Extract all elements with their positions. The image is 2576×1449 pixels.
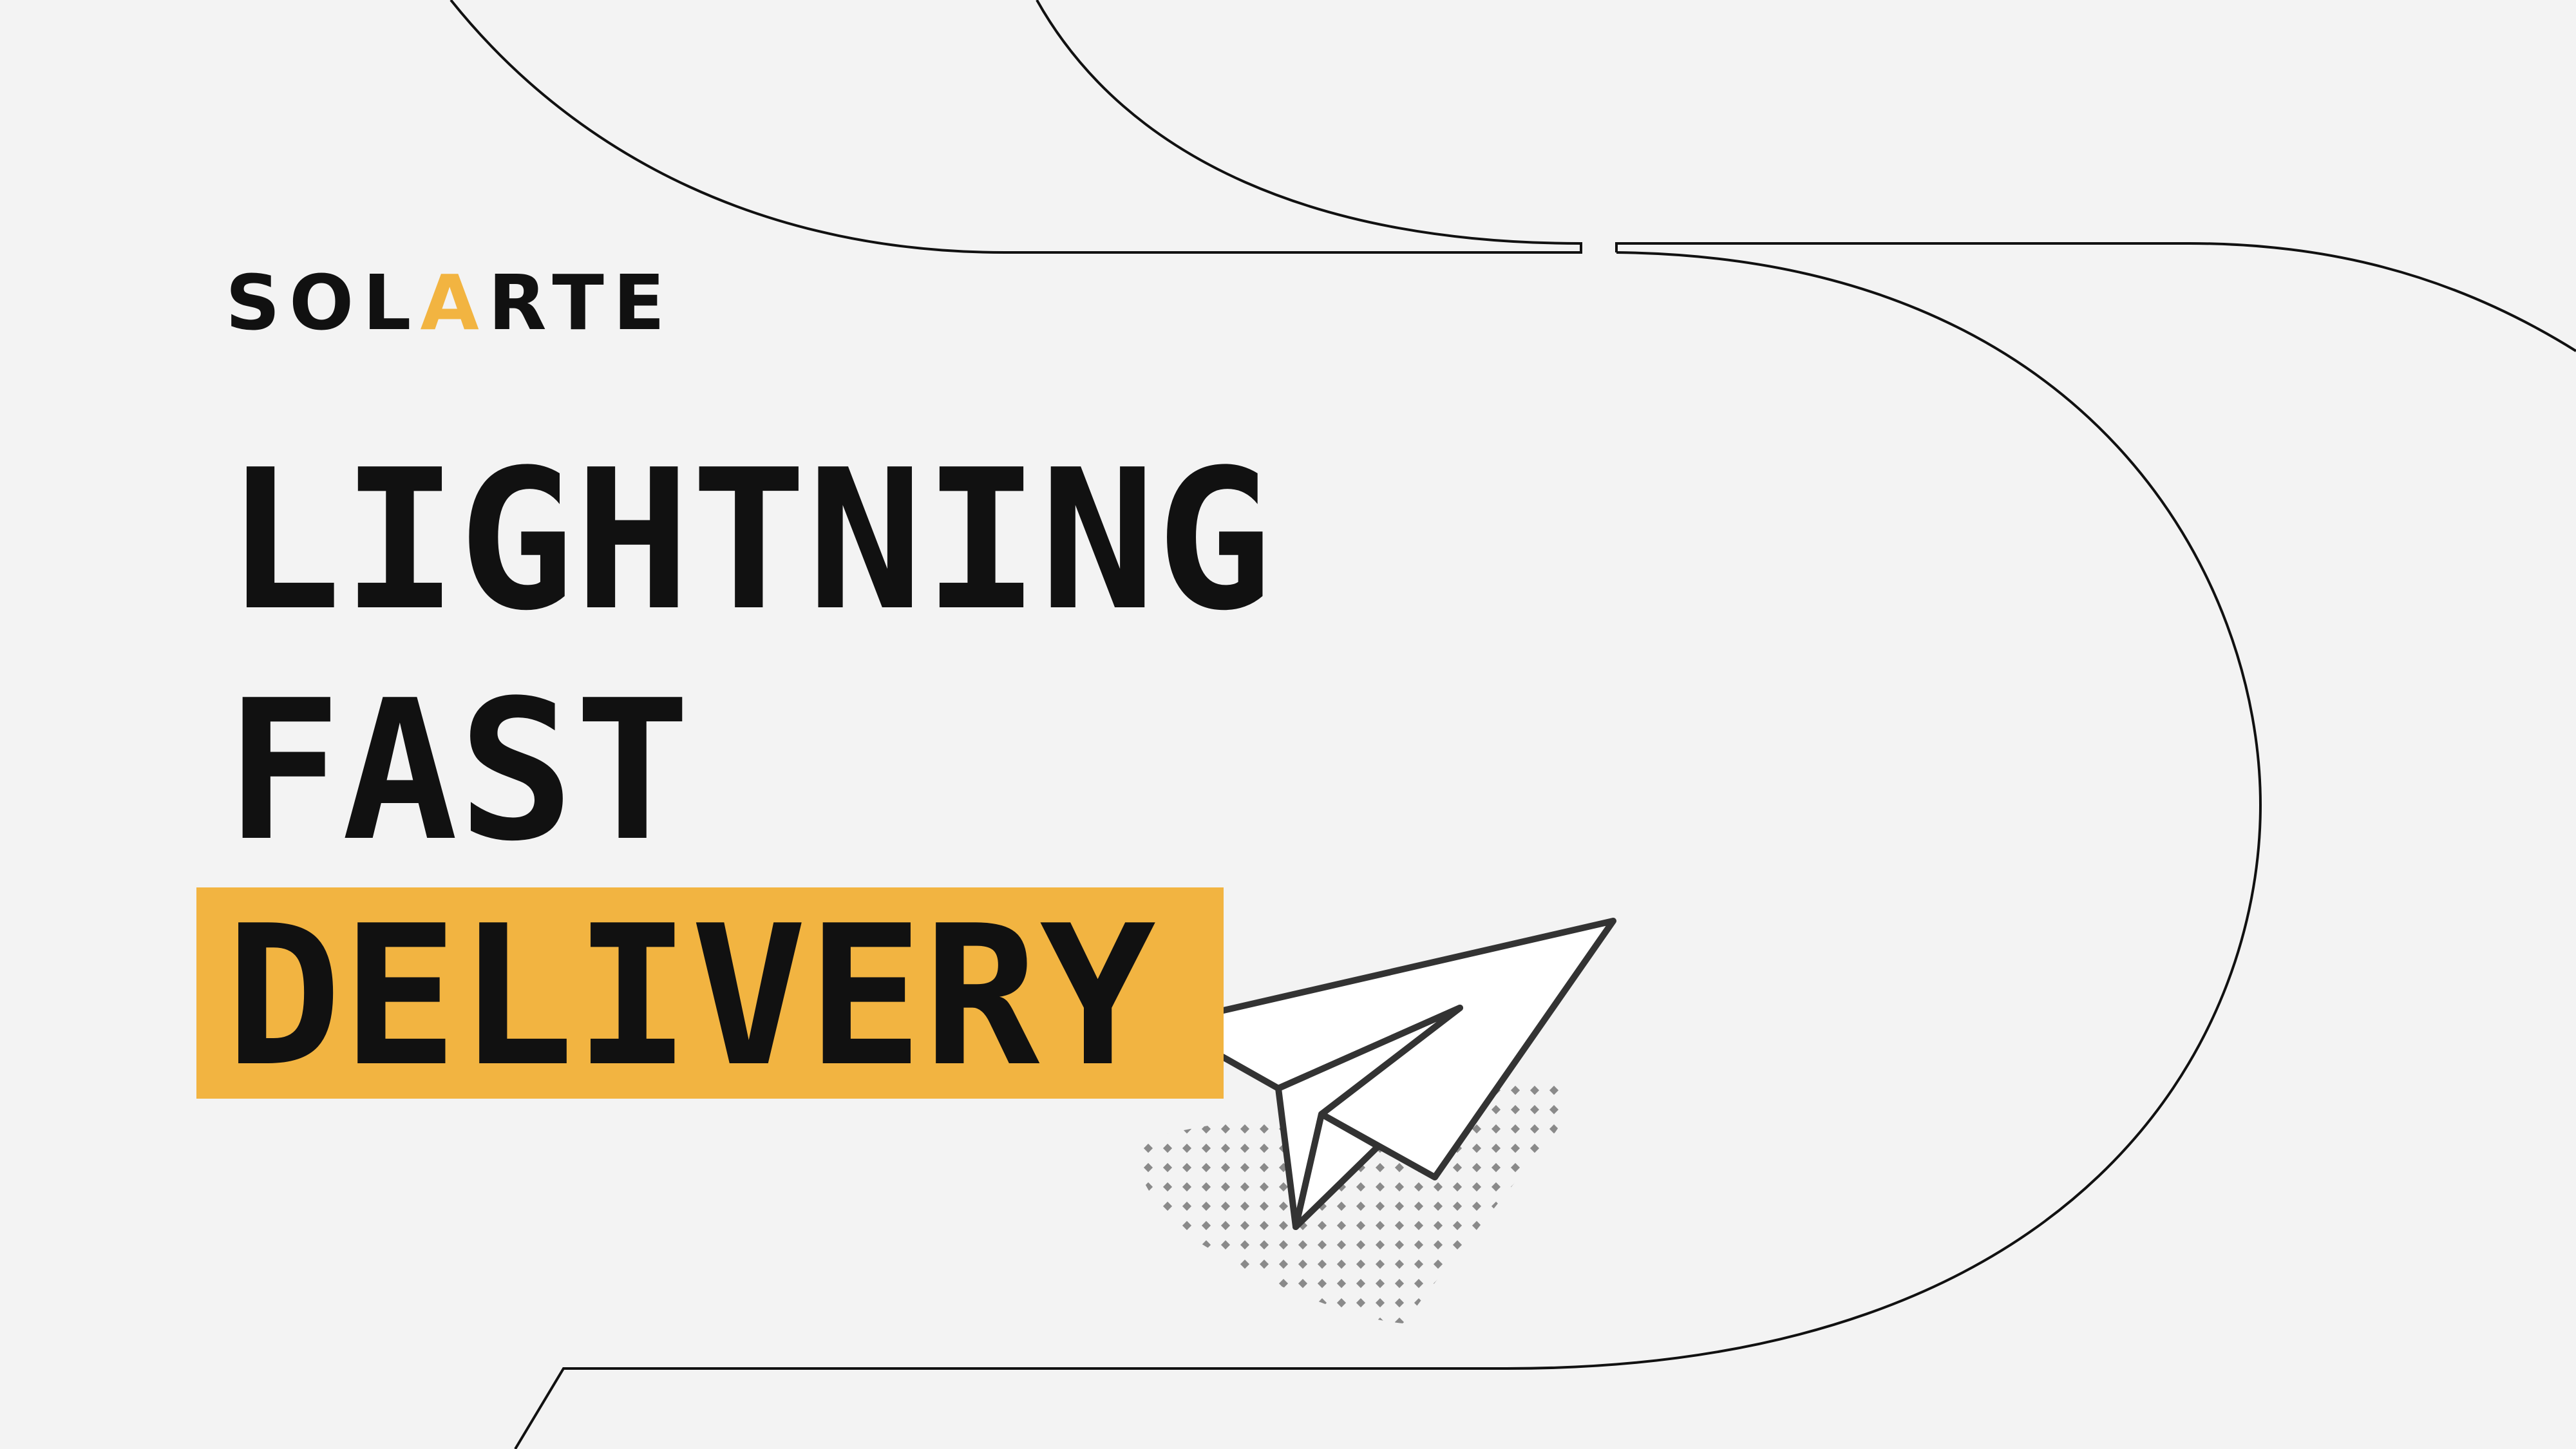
- paper-plane-icon: [1161, 918, 1616, 1230]
- headline-line-1: LIGHTNING: [225, 428, 1273, 653]
- right-loop-curve: [1615, 242, 2576, 352]
- headline-line-3: DELIVERY: [225, 884, 1156, 1109]
- headline-line-2: FAST: [225, 659, 691, 884]
- brand-name-start: SOL: [225, 258, 421, 347]
- brand-name-end: RTE: [488, 258, 674, 347]
- decorative-curves: [450, 0, 2576, 1449]
- top-left-curve: [450, 0, 1582, 254]
- headline-highlight-box: [196, 887, 1224, 1099]
- brand-name-accent-letter: A: [420, 258, 488, 347]
- large-arc-curve: [514, 251, 2262, 1449]
- plane-under-wing: [1293, 1111, 1381, 1230]
